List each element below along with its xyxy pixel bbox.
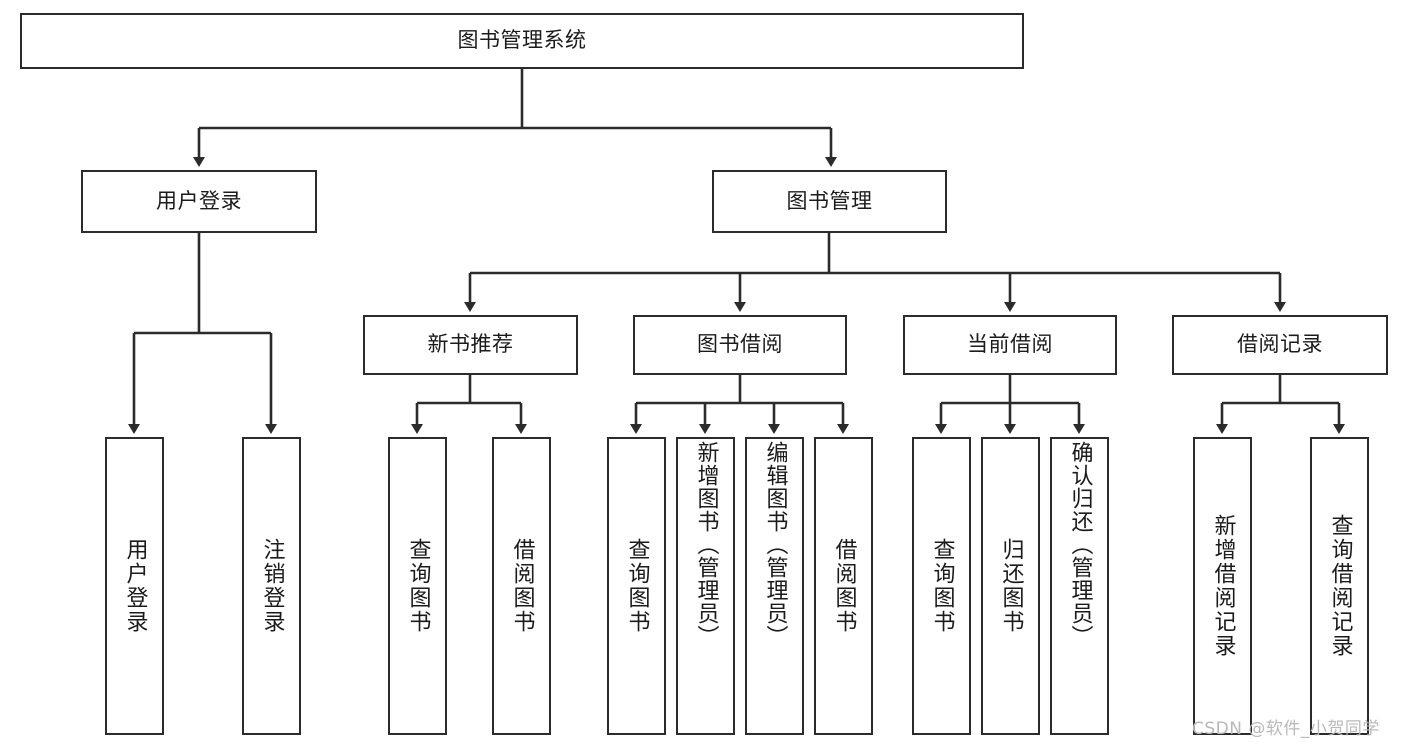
node-label: 借阅图书 <box>509 538 535 634</box>
node-leaf-borrow-lend-book[interactable]: 借阅图书 <box>814 437 873 735</box>
node-leaf-recommend-borrow-book[interactable]: 借阅图书 <box>492 437 551 735</box>
node-leaf-recommend-query-book[interactable]: 查询图书 <box>388 437 447 735</box>
node-leaf-records-query-record[interactable]: 查询借阅记录 <box>1310 437 1369 735</box>
node-label: 注销登录 <box>259 538 285 634</box>
node-borrow-records[interactable]: 借阅记录 <box>1172 315 1388 375</box>
node-label: 查询借阅记录 <box>1327 514 1353 658</box>
node-book-management[interactable]: 图书管理 <box>712 170 947 233</box>
node-leaf-records-add-record[interactable]: 新增借阅记录 <box>1193 437 1252 735</box>
node-leaf-current-return-book[interactable]: 归还图书 <box>981 437 1040 735</box>
node-label: 查询图书 <box>929 538 955 634</box>
node-label: 借阅图书 <box>831 538 857 634</box>
node-leaf-user-login[interactable]: 用户登录 <box>105 437 164 735</box>
node-label: 借阅记录 <box>1237 332 1323 357</box>
node-label: 查询图书 <box>624 538 650 634</box>
node-label: 新增图书（管理员） <box>693 441 719 648</box>
node-leaf-borrow-add-book-admin[interactable]: 新增图书（管理员） <box>676 437 735 735</box>
node-leaf-borrow-edit-book-admin[interactable]: 编辑图书（管理员） <box>745 437 804 735</box>
node-label: 用户登录 <box>122 538 148 634</box>
node-label: 图书借阅 <box>697 332 783 357</box>
csdn-watermark: CSDN @软件_小贺同学 <box>1192 719 1380 739</box>
node-label: 编辑图书（管理员） <box>762 441 788 648</box>
node-new-book-recommend[interactable]: 新书推荐 <box>363 315 578 375</box>
node-leaf-user-logout[interactable]: 注销登录 <box>242 437 301 735</box>
node-label: 新增借阅记录 <box>1210 514 1236 658</box>
node-label: 图书管理 <box>786 188 873 213</box>
node-label: 图书管理系统 <box>457 28 587 53</box>
node-label: 当前借阅 <box>967 332 1053 357</box>
node-label: 查询图书 <box>405 538 431 634</box>
node-label: 归还图书 <box>998 538 1024 634</box>
node-leaf-borrow-query-book[interactable]: 查询图书 <box>607 437 666 735</box>
node-leaf-current-query-book[interactable]: 查询图书 <box>912 437 971 735</box>
node-label: 新书推荐 <box>427 332 514 357</box>
node-label: 确认归还（管理员） <box>1067 441 1093 648</box>
node-label: 用户登录 <box>156 188 242 213</box>
node-root-system[interactable]: 图书管理系统 <box>20 13 1024 69</box>
node-leaf-current-confirm-return-admin[interactable]: 确认归还（管理员） <box>1050 437 1109 735</box>
node-book-borrow[interactable]: 图书借阅 <box>633 315 847 375</box>
node-current-borrow[interactable]: 当前借阅 <box>903 315 1117 375</box>
node-user-login[interactable]: 用户登录 <box>81 170 317 233</box>
